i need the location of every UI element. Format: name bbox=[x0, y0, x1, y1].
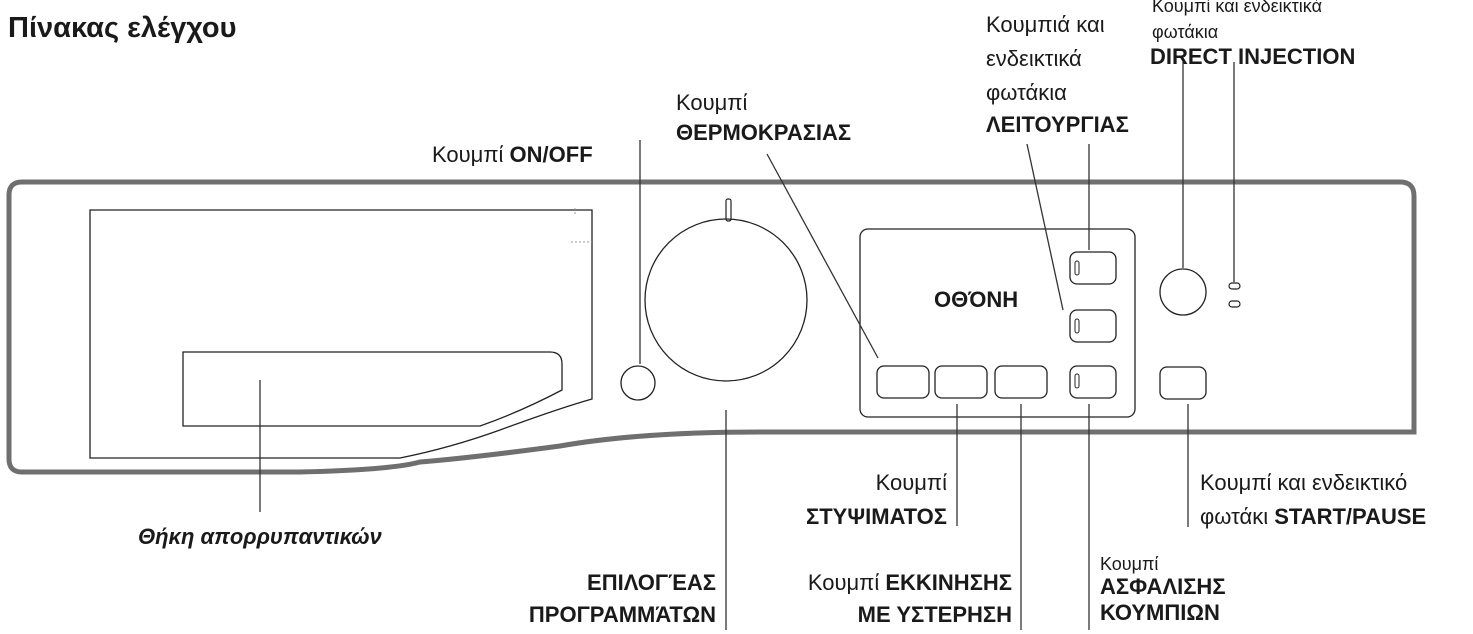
child-lock-button bbox=[1069, 365, 1117, 399]
lock-label-line2: ΑΣΦΑΛΙΣΗΣ bbox=[1100, 574, 1226, 600]
function-label-line3: φωτάκια bbox=[986, 80, 1067, 105]
start-pause-label-prefix: φωτάκι bbox=[1200, 504, 1275, 529]
function-label-bold: ΛΕΙΤΟΥΡΓΙΑΣ bbox=[986, 112, 1129, 137]
function-button-1 bbox=[1069, 251, 1117, 285]
direct-injection-led-1 bbox=[1228, 282, 1241, 290]
program-selector-label-bold2: ΠΡΟΓΡΑΜΜΆΤΩΝ bbox=[528, 602, 716, 627]
page-title: Πίνακας ελέγχου bbox=[8, 12, 237, 44]
detergent-drawer-label: Θήκη απορρυπαντικών bbox=[138, 524, 382, 549]
program-selector-label-line2: ΠΡΟΓΡΑΜΜΆΤΩΝ bbox=[500, 602, 716, 628]
lock-label-bold1: ΑΣΦΑΛΙΣΗΣ bbox=[1100, 574, 1226, 599]
delay-start-label-line1: Κουμπί ΕΚΚΙΝΗΣΗΣ bbox=[740, 570, 1012, 596]
program-selector-label-bold1: ΕΠΙΛΟΓΈΑΣ bbox=[587, 570, 716, 595]
start-pause-label-bold: START/PAUSE bbox=[1274, 504, 1427, 529]
onoff-label-bold: ON/OFF bbox=[509, 142, 593, 167]
lock-label-line1: Κουμπί bbox=[1100, 554, 1159, 574]
delay-start-label-line2: ΜΕ ΥΣΤΕΡΗΣΗ bbox=[800, 602, 1012, 628]
leader-temperature bbox=[766, 153, 879, 359]
start-pause-button bbox=[1159, 366, 1207, 400]
program-selector-marker bbox=[725, 198, 732, 222]
lock-label-bold2: ΚΟΥΜΠΙΩΝ bbox=[1100, 600, 1220, 625]
program-selector-knob bbox=[644, 218, 808, 382]
onoff-label-prefix: Κουμπί bbox=[432, 142, 510, 167]
lock-label-line3: ΚΟΥΜΠΙΩΝ bbox=[1100, 600, 1220, 626]
temperature-label-line1: Κουμπί bbox=[676, 90, 748, 115]
start-pause-label-line1: Κουμπί και ενδεικτικό bbox=[1200, 470, 1408, 495]
display-label: ΟΘΌΝΗ bbox=[934, 287, 1019, 312]
program-selector-label-line1: ΕΠΙΛΟΓΈΑΣ bbox=[540, 570, 716, 596]
direct-injection-label-line1: Κουμπί και ενδεικτικά bbox=[1152, 0, 1322, 16]
detergent-drawer bbox=[89, 208, 593, 459]
temperature-label-line2: ΘΕΡΜΟΚΡΑΣΙΑΣ bbox=[676, 120, 851, 146]
spin-label-line1: Κουμπί bbox=[875, 470, 947, 495]
temperature-button bbox=[876, 365, 930, 399]
direct-injection-led-2 bbox=[1228, 300, 1241, 308]
function-label-line1: Κουμπιά και bbox=[986, 12, 1105, 37]
function-button-2 bbox=[1069, 309, 1117, 343]
leader-function bbox=[1026, 143, 1064, 311]
spin-label-bold: ΣΤΥΨΙΜΑΤΟΣ bbox=[806, 504, 947, 529]
direct-injection-label-line2: φωτάκια bbox=[1152, 22, 1219, 42]
delay-start-label-bold1: ΕΚΚΙΝΗΣΗΣ bbox=[885, 570, 1012, 595]
onoff-label: Κουμπί ON/OFF bbox=[432, 142, 593, 168]
function-label-line2: ενδεικτικά bbox=[986, 46, 1082, 71]
function-label-line4: ΛΕΙΤΟΥΡΓΙΑΣ bbox=[986, 112, 1129, 138]
temperature-label-bold: ΘΕΡΜΟΚΡΑΣΙΑΣ bbox=[676, 120, 852, 145]
delay-start-label-bold2: ΜΕ ΥΣΤΕΡΗΣΗ bbox=[857, 602, 1012, 627]
onoff-button bbox=[620, 365, 656, 401]
spin-label-line2: ΣΤΥΨΙΜΑΤΟΣ bbox=[740, 504, 947, 530]
delay-start-label-prefix: Κουμπί bbox=[807, 570, 886, 595]
direct-injection-button bbox=[1159, 268, 1207, 316]
delay-start-button bbox=[994, 365, 1048, 399]
direct-injection-label-line3: DIRECT INJECTION bbox=[1150, 44, 1355, 70]
spin-button bbox=[934, 365, 988, 399]
start-pause-label-line2: φωτάκι START/PAUSE bbox=[1200, 504, 1426, 530]
panel-outline bbox=[6, 179, 1417, 475]
direct-injection-label-bold: DIRECT INJECTION bbox=[1150, 44, 1356, 69]
display-panel bbox=[859, 228, 1136, 418]
